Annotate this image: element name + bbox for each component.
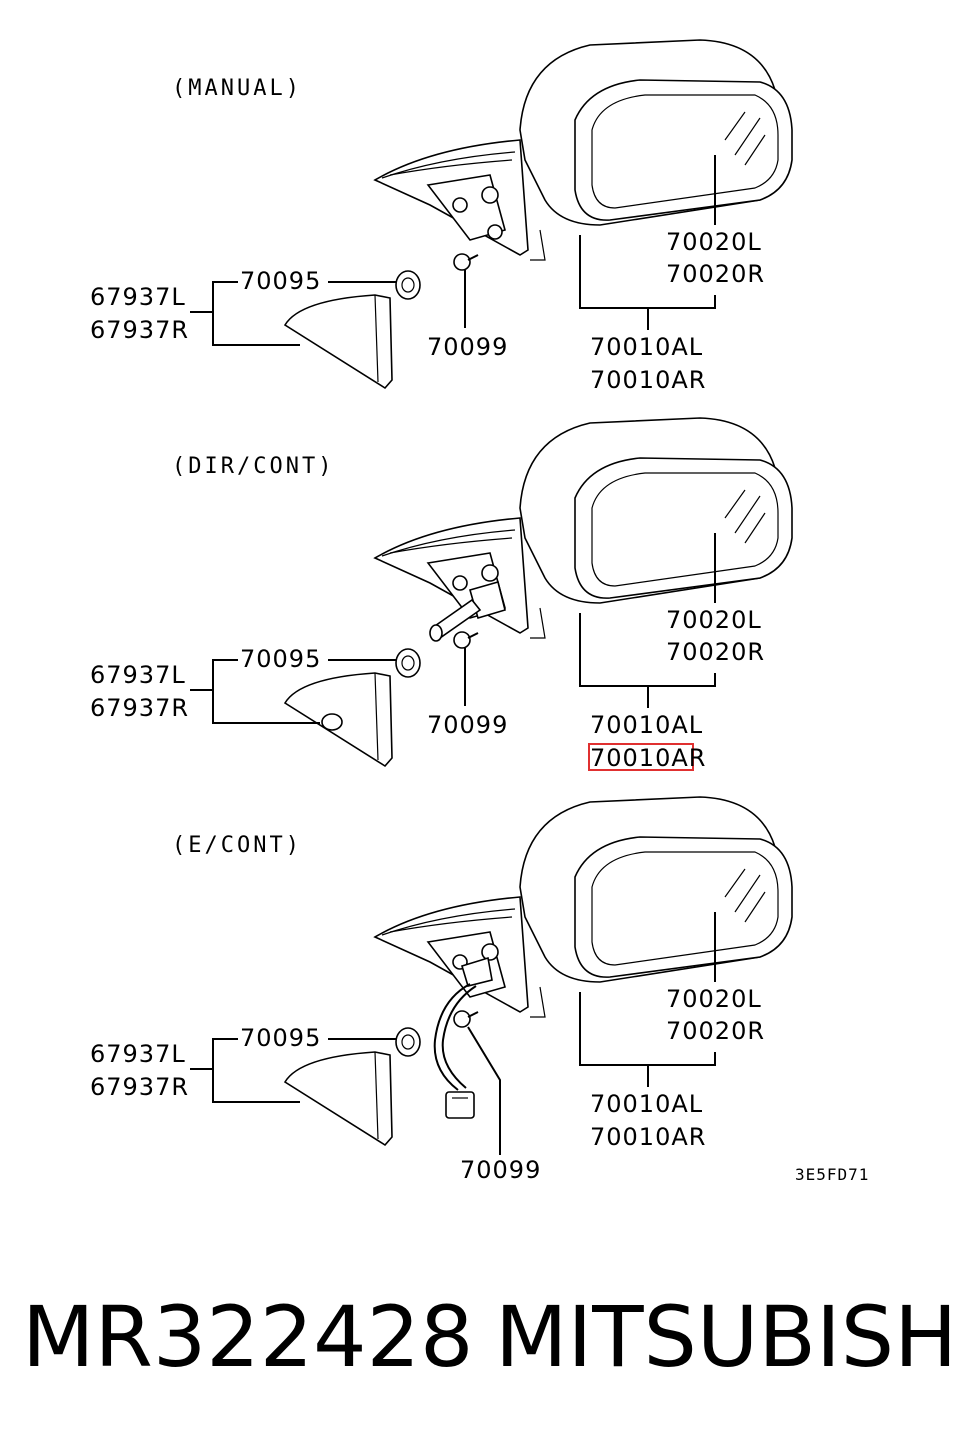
- mirror-assembly-drawing: [373, 39, 793, 261]
- part-label-70099: 70099: [427, 711, 508, 739]
- part-label-70099: 70099: [427, 333, 508, 361]
- mirror-cover-part: [283, 672, 393, 768]
- part-label-70010ar: 70010AR: [590, 1123, 706, 1151]
- part-label-70010al: 70010AL: [590, 711, 703, 739]
- section-heading: (DIR/CONT): [172, 454, 334, 479]
- part-label-70020r: 70020R: [666, 1017, 765, 1045]
- grommet-part: [395, 270, 421, 300]
- highlight-box: [588, 743, 694, 771]
- part-label-70095: 70095: [240, 267, 321, 295]
- part-label-70010al: 70010AL: [590, 333, 703, 361]
- mirror-cover-part: [283, 1051, 393, 1147]
- part-label-70095: 70095: [240, 1024, 321, 1052]
- part-label-67937l: 67937L: [90, 1040, 186, 1068]
- part-label-70020l: 70020L: [666, 985, 762, 1013]
- leader-lines: [190, 155, 716, 346]
- part-label-70010ar-highlighted: 70010AR: [590, 744, 706, 772]
- section-heading: (E/CONT): [172, 833, 302, 858]
- part-label-67937r: 67937R: [90, 316, 189, 344]
- part-number: MR322428: [22, 1288, 474, 1386]
- section-e-cont: (E/CONT): [90, 796, 793, 1184]
- drawing-code: 3E5FD71: [795, 1165, 869, 1184]
- grommet-part: [395, 648, 421, 678]
- part-label-70020l: 70020L: [666, 606, 762, 634]
- section-manual: (MANUAL): [90, 39, 793, 394]
- part-label-70020r: 70020R: [666, 260, 765, 288]
- part-label-70020l: 70020L: [666, 228, 762, 256]
- mirror-cover-part: [283, 294, 393, 390]
- part-label-67937r: 67937R: [90, 694, 189, 722]
- screw-part: [453, 631, 479, 649]
- part-label-70010al: 70010AL: [590, 1090, 703, 1118]
- screw-part: [453, 253, 479, 271]
- section-heading: (MANUAL): [172, 76, 302, 101]
- mirror-assembly-drawing: [373, 417, 793, 642]
- section-dir-cont: (DIR/CONT): [90, 417, 793, 772]
- part-label-67937l: 67937L: [90, 283, 186, 311]
- part-label-67937l: 67937L: [90, 661, 186, 689]
- brand-name: MITSUBISHI: [495, 1288, 960, 1386]
- leader-lines: [190, 912, 716, 1155]
- part-label-70010ar: 70010AR: [590, 366, 706, 394]
- screw-part: [453, 1010, 479, 1028]
- leader-lines: [190, 533, 716, 724]
- mirror-assembly-drawing: [373, 796, 793, 1119]
- part-label-70099: 70099: [460, 1156, 541, 1184]
- part-label-70020r: 70020R: [666, 638, 765, 666]
- grommet-part: [395, 1027, 421, 1057]
- part-label-67937r: 67937R: [90, 1073, 189, 1101]
- part-label-70095: 70095: [240, 645, 321, 673]
